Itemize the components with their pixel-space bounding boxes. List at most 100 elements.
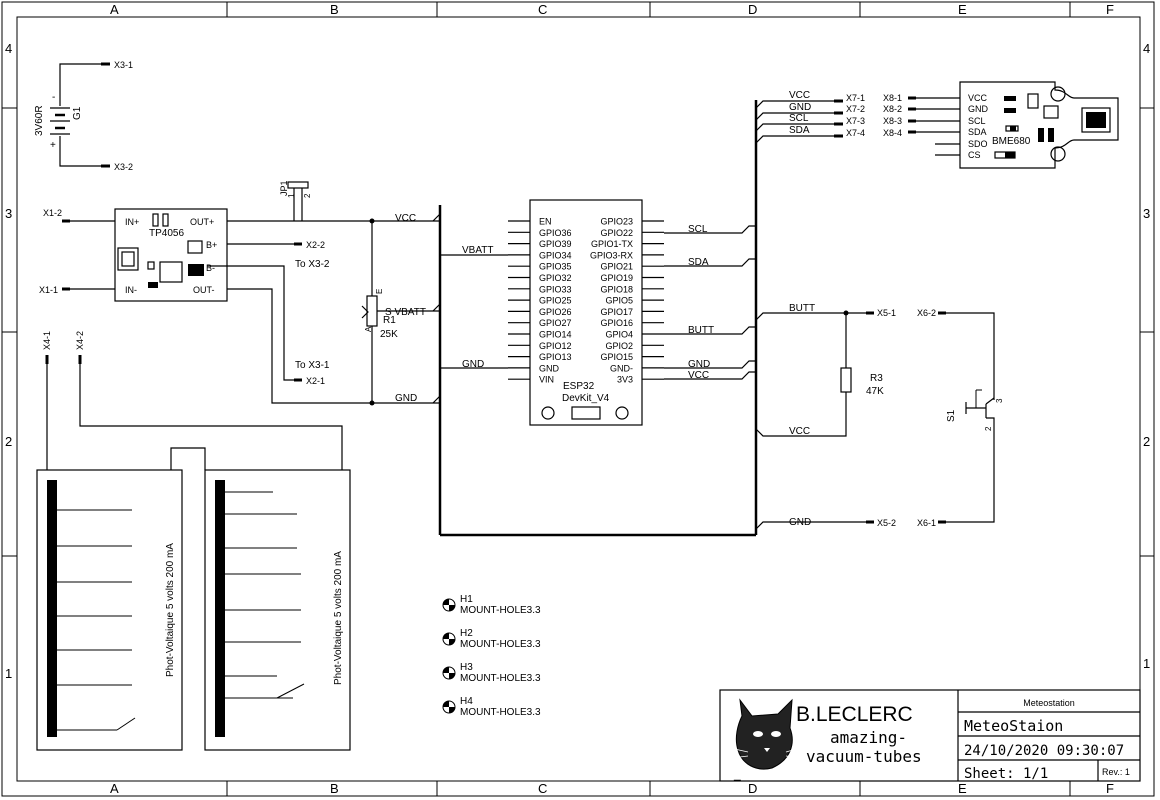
conn-x3-1: X3-1 [114, 60, 133, 70]
net-vcc-r3: VCC [789, 426, 810, 437]
conn-x4-1: X4-1 [42, 331, 52, 350]
esp32-left-pin-label: GPIO13 [539, 352, 572, 362]
battery-value: 3V60R [34, 105, 45, 136]
mount-holes: H1MOUNT-HOLE3.3H2MOUNT-HOLE3.3H3MOUNT-HO… [442, 594, 541, 718]
charger-pin-in-plus: IN+ [125, 217, 139, 227]
battery-minus-label: - [52, 92, 55, 103]
esp32-left-pins: ENGPIO36GPIO39GPIO34GPIO35GPIO32GPIO33GP… [508, 217, 572, 385]
bme-pin-sdo: SDO [968, 139, 988, 149]
r3-ref: R3 [870, 373, 883, 384]
mount-hole-value: MOUNT-HOLE3.3 [460, 707, 541, 718]
row-label-left: 3 [5, 206, 12, 221]
esp32-left-pin-label: GND [539, 363, 560, 373]
esp32-right-pin-label: GPIO22 [600, 228, 633, 238]
col-label-bottom: D [748, 781, 757, 796]
esp32-left-pin-label: VIN [539, 375, 554, 385]
charger-tp4056: IN+ IN- OUT+ OUT- B+ B- TP4056 X1-2 X1-1… [39, 208, 440, 404]
conn-x5-2: X5-2 [877, 518, 896, 528]
net-vbatt: VBATT [462, 245, 493, 256]
esp32-left-pin-label: EN [539, 217, 552, 227]
esp32-left-pin-label: GPIO32 [539, 273, 572, 283]
x7-net-vcc: VCC [789, 90, 810, 101]
project-name: MeteoStaion [964, 717, 1063, 735]
project-small: Meteostation [1023, 698, 1075, 708]
col-label-bottom: F [1106, 781, 1114, 796]
button-circuit: BUTT VCC GND R3 47K X5-1 X5-2 S1 3 2 X6-… [755, 303, 1004, 530]
pot-pin-a: A [364, 326, 373, 332]
panel-finger-diag [276, 683, 305, 699]
mount-hole-quadrant [443, 667, 449, 673]
potentiometer-r1: S VBATT R1 25K A E [361, 218, 440, 406]
frame-column-labels: A B C D E F A B C D E F [110, 2, 1114, 796]
jumper-ref: JP1 [279, 180, 289, 196]
esp32-right-pin-label: 3V3 [617, 375, 633, 385]
charger-pin-b-minus: B- [206, 263, 215, 273]
conn-x8-1: X8-1 [883, 93, 902, 103]
conn-x1-2: X1-2 [43, 208, 62, 218]
mount-hole-ref: H4 [460, 696, 473, 707]
battery-plus-label: + [50, 140, 56, 151]
esp32-right-pin-label: GPIO2 [605, 341, 633, 351]
sensor-connectors: VCC GND SCL SDA X7-1 X7-2 X7-3 X7-4 X8-1… [755, 90, 960, 156]
row-label-right: 2 [1143, 434, 1150, 449]
conn-x8-3: X8-3 [883, 116, 902, 126]
net-vcc-esp-right: VCC [688, 370, 709, 381]
col-label-top: A [110, 2, 119, 17]
s1-ref: S1 [946, 409, 957, 422]
mount-hole-quadrant [449, 707, 455, 713]
panel-right-label: Phot-Voltaique 5 volts 200 mA [333, 551, 344, 685]
net-gnd-esp: GND [462, 359, 484, 370]
jumper-pin1: 1 [287, 193, 296, 198]
esp32-right-pin-label: GPIO3-RX [590, 250, 633, 260]
mount-hole-quadrant [443, 633, 449, 639]
conn-x1-1: X1-1 [39, 285, 58, 295]
esp32-right-pin-label: GPIO1-TX [591, 239, 633, 249]
mount-hole-quadrant [449, 639, 455, 645]
frame-row-labels: 4 3 2 1 4 3 2 1 [5, 41, 1150, 681]
esp32-right-pin-label: GPIO18 [600, 284, 633, 294]
revision: Rev.: 1 [1102, 767, 1130, 777]
col-label-top: D [748, 2, 757, 17]
tagline-2: vacuum-tubes [806, 747, 922, 766]
esp32-left-pin-label: GPIO27 [539, 318, 572, 328]
bme680-module: VCC GND SCL SDA SDO CS BME680 [959, 81, 1119, 169]
col-label-top: E [958, 2, 967, 17]
mount-hole-ref: H1 [460, 594, 473, 605]
bme-pin-scl: SCL [968, 116, 986, 126]
conn-x7-3: X7-3 [846, 116, 865, 126]
esp32-left-pin-label: GPIO39 [539, 239, 572, 249]
row-label-left: 4 [5, 41, 12, 56]
s1-pin2: 2 [984, 426, 993, 431]
project-datetime: 24/10/2020 09:30:07 [964, 743, 1124, 759]
pot-ref: R1 [383, 315, 396, 326]
esp32-left-pin-label: GPIO34 [539, 250, 572, 260]
esp32-right-pin-label: GPIO17 [600, 307, 633, 317]
esp32-model: DevKit_V4 [562, 393, 610, 404]
esp32-right-pin-label: GPIO23 [600, 217, 633, 227]
conn-x3-2: X3-2 [114, 162, 133, 172]
net-scl-esp: SCL [688, 224, 708, 235]
col-label-bottom: E [958, 781, 967, 796]
s1-pin3: 3 [995, 398, 1004, 403]
mount-hole-value: MOUNT-HOLE3.3 [460, 673, 541, 684]
note-to-x3-2: To X3-2 [295, 259, 330, 270]
x7-net-scl: SCL [789, 113, 809, 124]
mount-hole-quadrant [449, 673, 455, 679]
net-butt-right: BUTT [789, 303, 815, 314]
net-sda-esp: SDA [688, 257, 709, 268]
esp32-left-pin-label: GPIO25 [539, 296, 572, 306]
row-label-right: 4 [1143, 41, 1150, 56]
author-name: B.LECLERC [796, 703, 913, 726]
mount-hole-value: MOUNT-HOLE3.3 [460, 605, 541, 616]
conn-x6-1: X6-1 [917, 518, 936, 528]
title-mark: _ [733, 767, 741, 781]
row-label-left: 1 [5, 666, 12, 681]
conn-x8-4: X8-4 [883, 128, 902, 138]
charger-pin-out-minus: OUT- [193, 285, 215, 295]
pot-s-vbatt: S VBATT [385, 307, 426, 318]
